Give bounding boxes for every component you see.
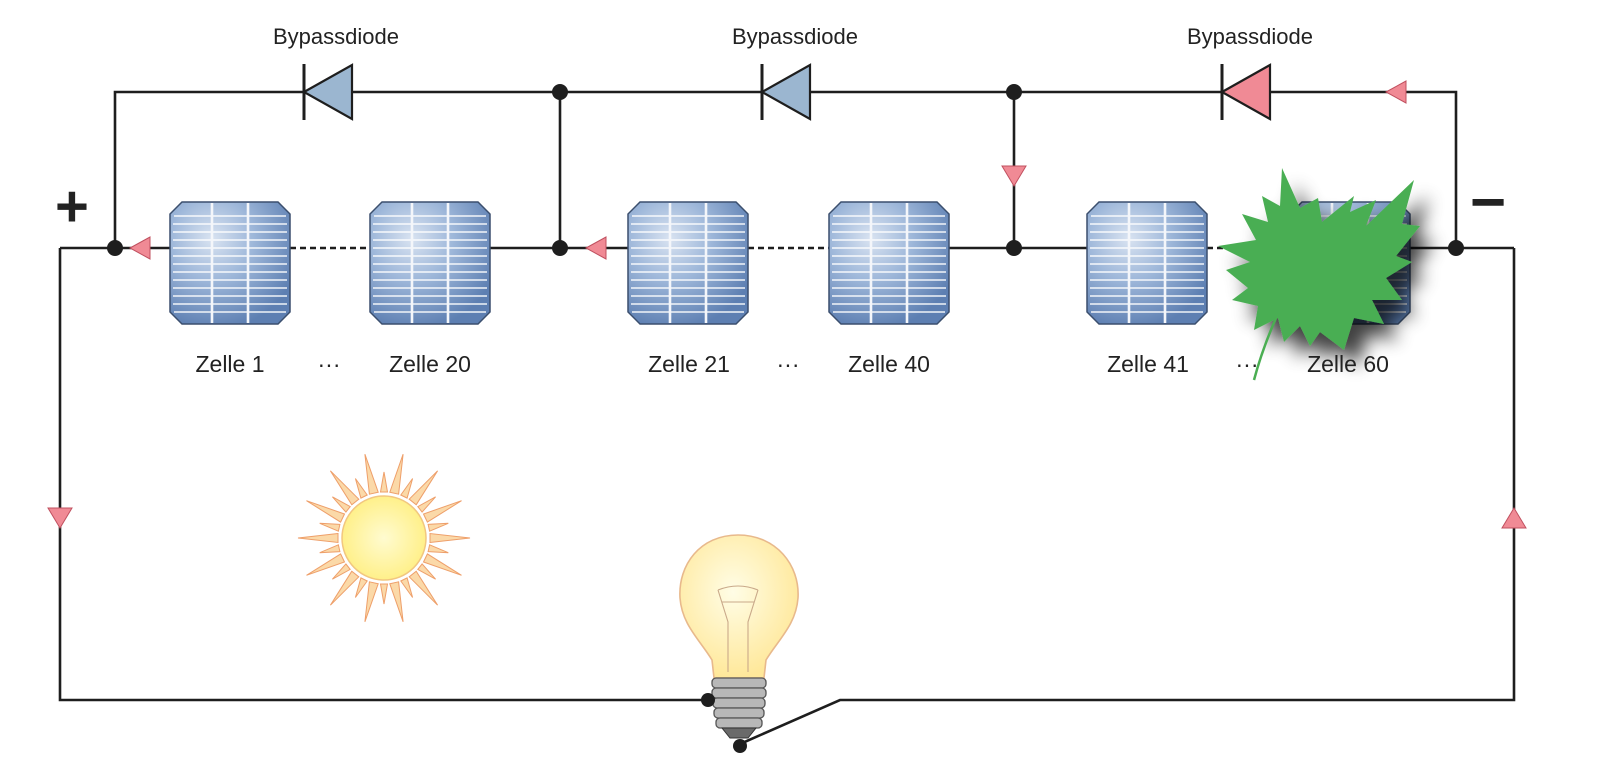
sun-ray xyxy=(306,500,346,523)
sun-ray xyxy=(332,563,351,580)
sun-ray xyxy=(417,496,436,513)
sun-ray xyxy=(417,563,436,580)
sun-ray xyxy=(329,570,360,606)
load-wire-left xyxy=(58,248,708,702)
current-arrow xyxy=(128,236,151,260)
sun-icon xyxy=(297,454,471,622)
cell-ellipsis-3: ··· xyxy=(1235,351,1259,377)
current-arrow xyxy=(1384,80,1407,104)
diode-icon xyxy=(1219,63,1272,121)
sun-ray xyxy=(389,454,404,495)
sun-ray xyxy=(422,500,462,523)
current-arrow xyxy=(1501,507,1527,529)
sun-ray xyxy=(408,470,439,506)
solar-cell-icon xyxy=(168,200,292,326)
sun-ray xyxy=(329,470,360,506)
light-bulb-icon xyxy=(679,534,799,753)
sun-ray xyxy=(429,532,471,544)
wires xyxy=(58,90,1516,746)
cell-label-40: Zelle 40 xyxy=(848,351,930,377)
sun-ray xyxy=(364,454,379,495)
cell-label-21: Zelle 21 xyxy=(648,351,730,377)
sun-ray xyxy=(332,496,351,513)
sun-ray xyxy=(427,544,449,554)
current-arrow xyxy=(47,507,73,529)
bypassdiode-label-2: Bypassdiode xyxy=(732,24,858,49)
sun-ray xyxy=(389,581,404,622)
sun-ray xyxy=(400,577,414,598)
cell-label-1: Zelle 1 xyxy=(195,351,265,377)
junction-dots xyxy=(107,84,1464,256)
leaf-stem xyxy=(1252,317,1278,381)
current-arrow xyxy=(584,236,607,260)
cell-label-41: Zelle 41 xyxy=(1107,351,1189,377)
maple-leaf-icon xyxy=(1218,168,1420,350)
sun-ray xyxy=(427,522,449,532)
sun-ray xyxy=(379,471,389,493)
sun-ray xyxy=(364,581,379,622)
sun-ray xyxy=(319,544,341,554)
sun-ray xyxy=(354,577,368,598)
bypassdiode-label-3: Bypassdiode xyxy=(1187,24,1313,49)
solar-cell-icon xyxy=(827,200,951,326)
bypassdiode-label-1: Bypassdiode xyxy=(273,24,399,49)
diode-icon xyxy=(759,63,812,121)
diode-icon xyxy=(301,63,354,121)
sun-ray xyxy=(306,553,346,576)
cell-ellipsis-2: ··· xyxy=(776,351,800,377)
sun-ray xyxy=(400,478,414,499)
sun-ray xyxy=(379,583,389,605)
plus-terminal: + xyxy=(55,174,89,239)
sun-ray xyxy=(422,553,462,576)
cell-label-60: Zelle 60 xyxy=(1307,351,1389,377)
sun-ray xyxy=(297,532,339,544)
solar-cell-icon xyxy=(368,200,492,326)
sun-ray xyxy=(319,522,341,532)
solar-cell-icon xyxy=(1085,200,1209,326)
minus-terminal: − xyxy=(1470,168,1507,237)
solar-cell-icon xyxy=(626,200,750,326)
sun-ray xyxy=(408,570,439,606)
cell-ellipsis-1: ··· xyxy=(317,351,341,377)
sun-ray xyxy=(354,478,368,499)
current-arrow xyxy=(1001,165,1027,187)
current-arrows xyxy=(47,80,1527,529)
cell-label-20: Zelle 20 xyxy=(389,351,471,377)
load-wire-right xyxy=(739,248,1516,746)
